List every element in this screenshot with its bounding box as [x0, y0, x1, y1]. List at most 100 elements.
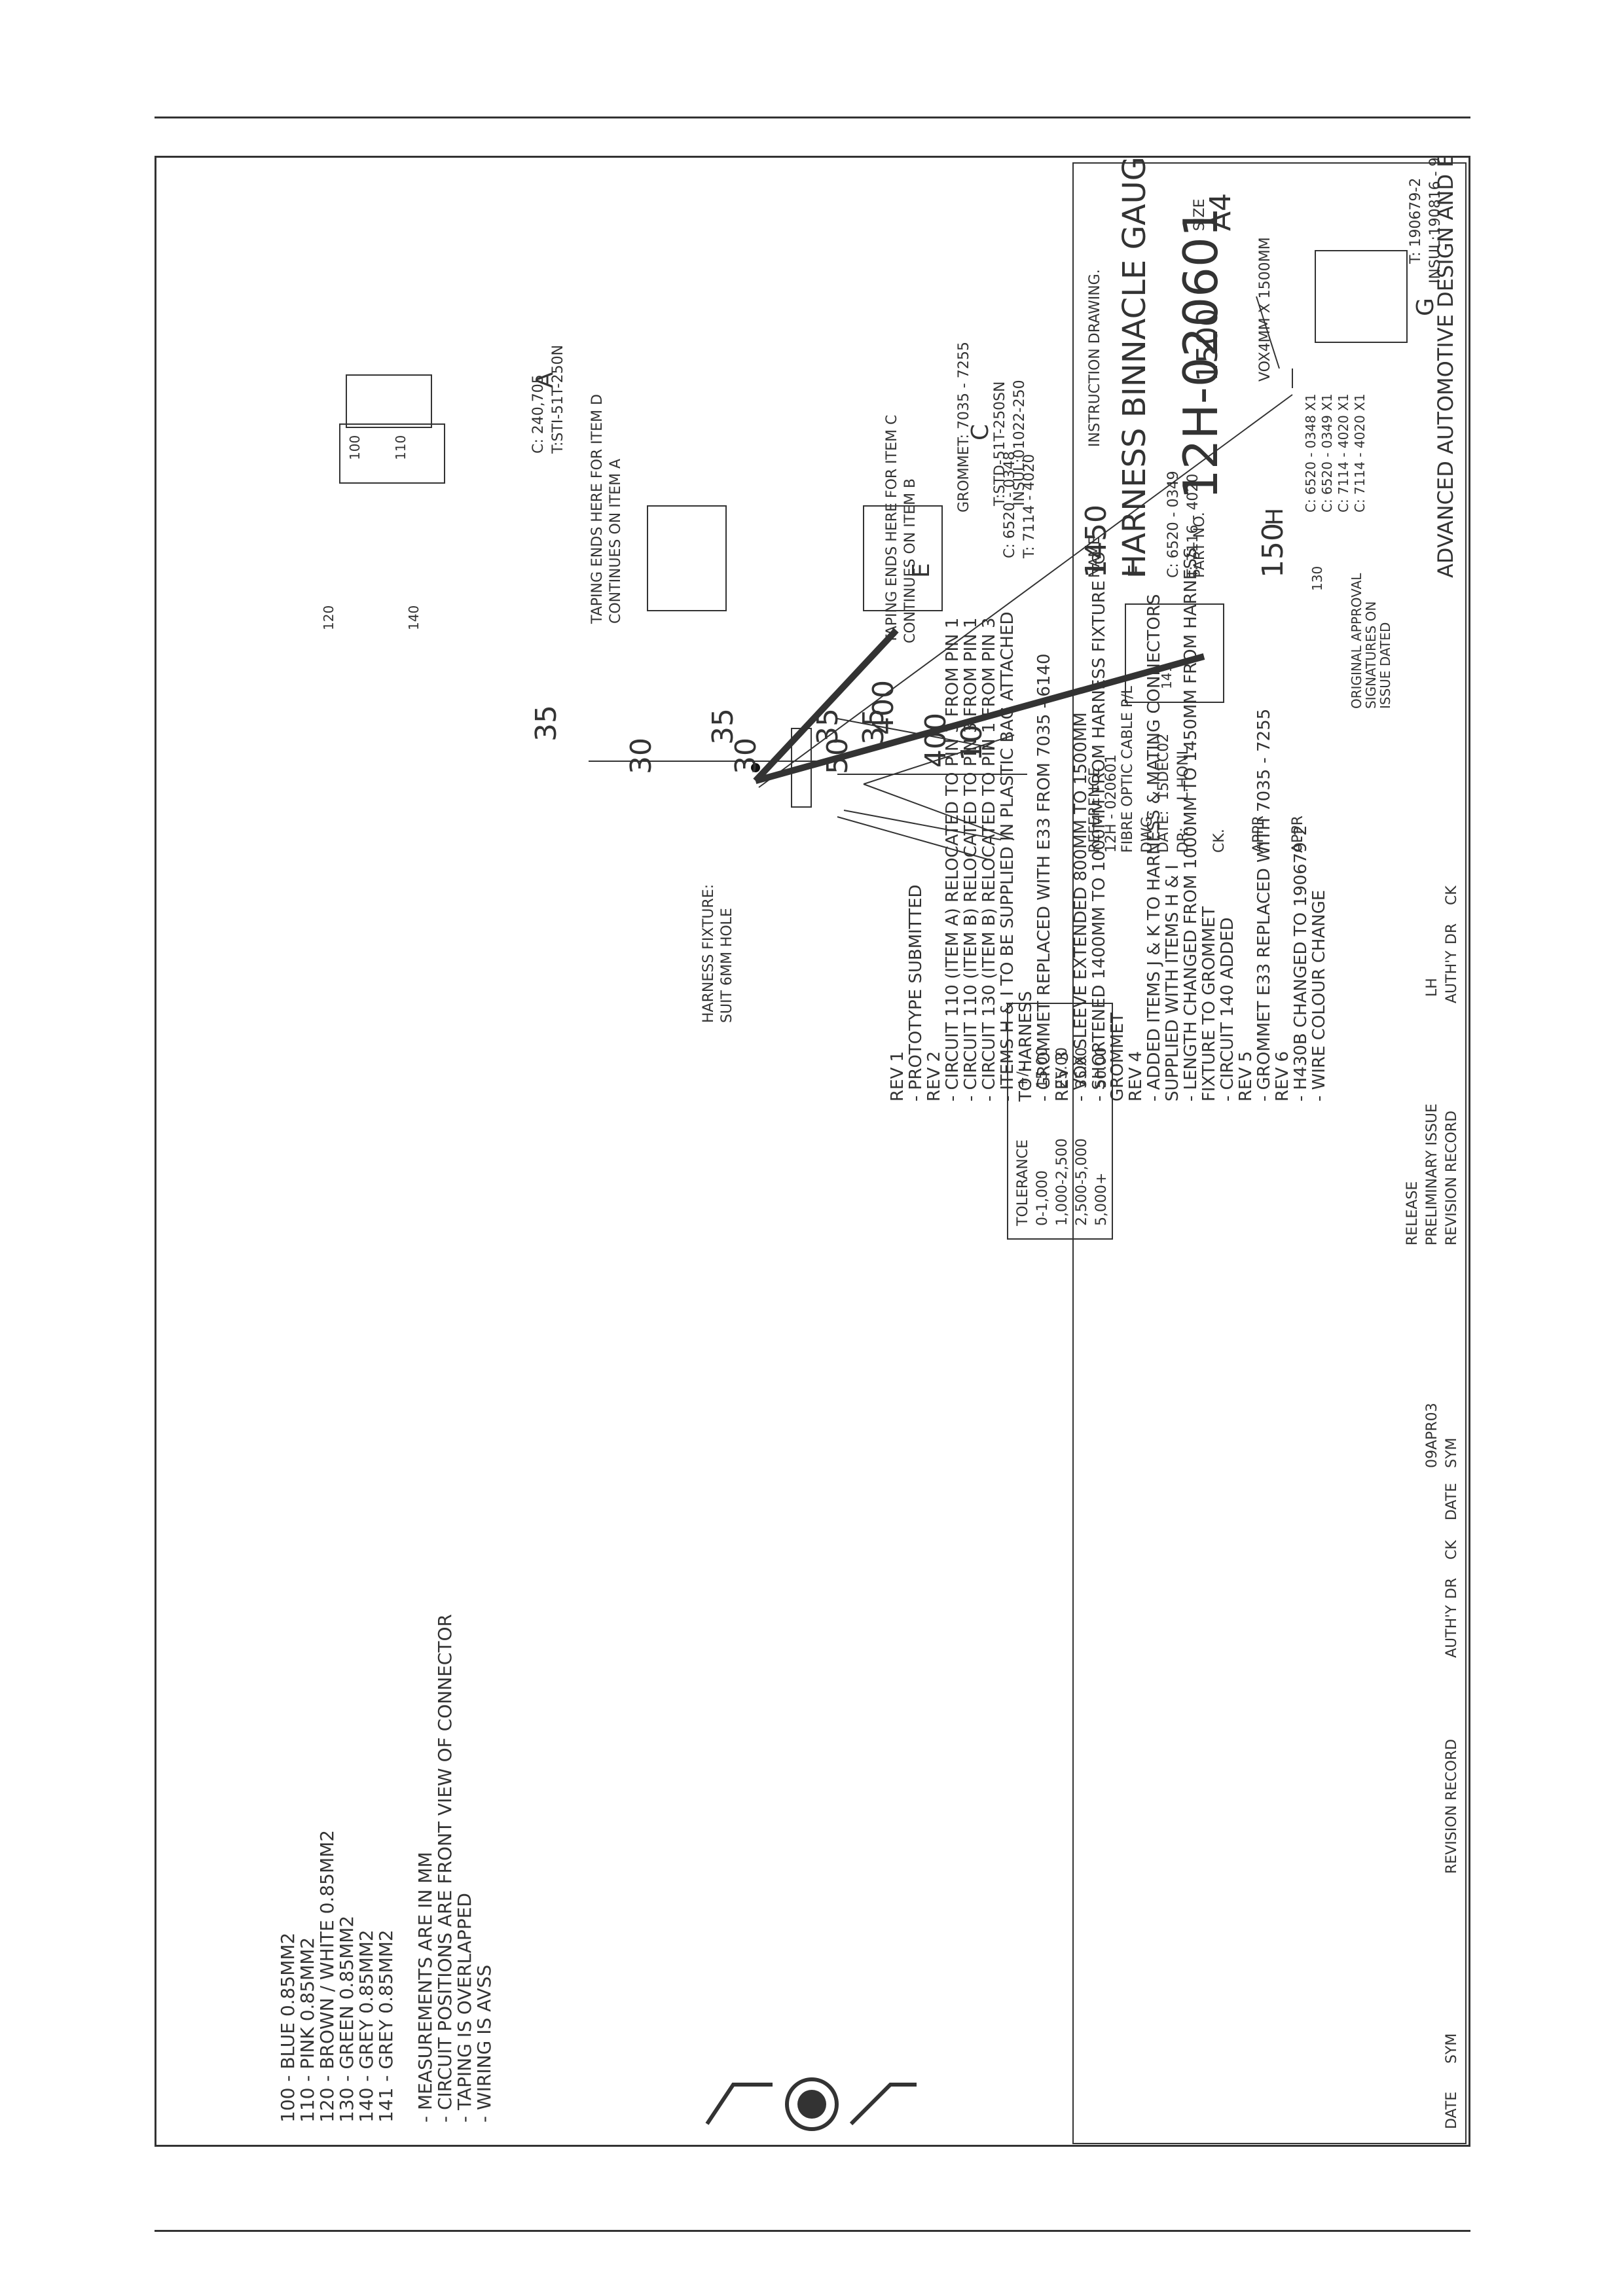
general-notes: - MEASUREMENTS ARE IN MM - CIRCUIT POSIT… [414, 1614, 495, 2123]
taping-d-line2: CONTINUES ON ITEM A [608, 459, 624, 624]
note-4: - WIRING IS AVSS [473, 1965, 495, 2123]
revision-line: - GROMMET E33 REPLACED WITH 7035 - 7255 [1254, 709, 1274, 1102]
item-h-line1: C: 6520 - 0348 X1 [1303, 393, 1319, 512]
tb-dwg: DWG. [1139, 812, 1156, 853]
revision-line: REV 1 [888, 1051, 907, 1102]
tb-col-dr: DR [1444, 1578, 1460, 1599]
tb-dr: DR: [1175, 827, 1192, 853]
item-e-line2: T: 7114 - 4020 [1021, 454, 1038, 559]
connector-g [1315, 250, 1408, 343]
legend-141: 141 - GREY 0.85MM2 [375, 1929, 397, 2123]
wire-to-grommet [758, 394, 1293, 788]
tb-date-val: 15DEC02 [1156, 734, 1172, 800]
tb-release: RELEASE [1404, 1181, 1421, 1246]
revision-line: REV 4 [1126, 1051, 1146, 1102]
tb-col-record: REVISION RECORD [1444, 1739, 1460, 1874]
taping-band [791, 728, 812, 808]
fixture-line2: SUIT 6MM HOLE [719, 908, 735, 1023]
dim-150: 150 [1256, 523, 1290, 578]
bottom-rule [155, 2230, 1470, 2232]
top-rule [155, 117, 1470, 118]
tb-col-date: DATE [1444, 2092, 1460, 2129]
dim-35b: 35 [706, 708, 740, 745]
grommet-label: GROMMET: 7035 - 7255 [956, 342, 972, 512]
item-f-label: F [1124, 564, 1151, 578]
wire-branch-140 [863, 734, 1015, 785]
item-e-label: E [908, 563, 935, 578]
tb-preliminary: PRELIMINARY ISSUE [1424, 1103, 1440, 1246]
dim-1450: 1450 [1080, 505, 1113, 578]
tb-col-authy: AUTH'Y [1444, 1605, 1460, 1658]
dim-400b: 400 [919, 713, 953, 768]
revision-line: GROMMET [1108, 1013, 1127, 1102]
tb-size: A4 [1204, 193, 1237, 231]
sleeve [1256, 296, 1280, 369]
revision-line: - LENGTH CHANGED FROM 1000MM TO 1450MM F… [1181, 547, 1201, 1102]
dim-35d: 35 [857, 708, 890, 745]
item-h-line4: C: 7114 - 4020 X1 [1352, 393, 1368, 512]
tb-ck: CK. [1211, 829, 1228, 853]
tol-r2c1: 1,000-2,500 [1054, 1138, 1070, 1226]
connector-c [346, 374, 432, 428]
tol-h1: TOLERANCE [1015, 1139, 1031, 1227]
tb-reference: REFERENCE [1087, 767, 1103, 853]
revision-line: - SHORTENED 1400MM TO 1000MM FROM HARNES… [1089, 551, 1109, 1102]
tb-name-label: NAME [1087, 536, 1103, 578]
tol-r3c2: 35.00 [1074, 1047, 1090, 1088]
revision-line: - GROMMET REPLACED WITH E33 FROM 7035 - … [1034, 654, 1054, 1102]
item-g-line2: INSUL:190816 - 9 [1427, 158, 1444, 283]
tb-col-sym: SYM [1444, 2034, 1460, 2064]
revision-line: REV 2 [924, 1051, 944, 1102]
drawing-sheet: A C: 240,705 T:STI-51T-250N C T:STD-51T-… [155, 156, 1470, 2147]
item-h-line2: C: 6520 - 0349 X1 [1319, 393, 1335, 512]
tb-col-ck2: CK [1444, 886, 1460, 905]
tol-r4c1: 5,000+ [1093, 1173, 1110, 1226]
revision-line: - WIRE COLOUR CHANGE [1309, 890, 1329, 1102]
dim-35c: 35 [811, 708, 845, 745]
revision-line: REV 3 [1053, 1051, 1072, 1102]
tb-issue: ISSUE DATED [1377, 622, 1393, 709]
item-a-label: A [532, 372, 558, 388]
pin-120: 120 [321, 605, 337, 630]
taping-c-line1: TAPING ENDS HERE FOR ITEM C [884, 415, 900, 644]
pin-140: 140 [406, 605, 422, 630]
tb-col-sym2: SYM [1444, 1438, 1460, 1468]
tb-lh: LH [1424, 978, 1440, 997]
fixture-line1: HARNESS FIXTURE: [701, 884, 717, 1023]
pin-110: 110 [393, 435, 409, 460]
connector-e [647, 505, 727, 611]
note-3: - TAPING IS OVERLAPPED [454, 1893, 475, 2123]
dim-400a: 400 [867, 680, 900, 735]
title-block [1072, 162, 1467, 2144]
tb-ref-no: 12H - 020601 [1103, 755, 1120, 853]
tb-col-record2: REVISION RECORD [1444, 1111, 1460, 1246]
revision-line: - VOX SLEEVE EXTENDED 800MM TO 1500MM [1071, 712, 1091, 1102]
tol-r1c2: 15.00 [1034, 1047, 1051, 1088]
revision-line: REV 5 [1236, 1051, 1256, 1102]
dim-1500: 1500 [1191, 308, 1224, 382]
taping-d-line1: TAPING ENDS HERE FOR ITEM D [589, 394, 606, 624]
dim-50: 50 [821, 738, 854, 774]
dim-30a: 30 [625, 738, 658, 774]
revision-line: - CIRCUIT 140 ADDED [1218, 918, 1237, 1102]
item-c-line1: T:STD-51T-250SN [992, 382, 1008, 507]
revision-line: REV 6 [1273, 1051, 1292, 1102]
harness-drawing: A C: 240,705 T:STI-51T-250N C T:STD-51T-… [277, 158, 1467, 2144]
revision-line: SUPPLIED WITH ITEMS H & I [1163, 865, 1182, 1102]
sleeve-label: VOX4MM X 1500MM [1257, 237, 1273, 382]
revision-line: - H430B CHANGED TO 190679-2 [1291, 825, 1311, 1102]
revision-line: - ADDED ITEMS J & K TO HARNESS & MATING … [1144, 594, 1164, 1102]
tb-prelim-date: 09APR03 [1424, 1403, 1440, 1468]
note-1: - MEASUREMENTS ARE IN MM [414, 1852, 436, 2123]
revision-line: - CIRCUIT 110 (ITEM A) RELOCATED TO PIN … [943, 618, 962, 1102]
pin-130: 130 [1309, 566, 1325, 591]
tol-r2c2: 25.00 [1054, 1047, 1070, 1088]
note-2: - CIRCUIT POSITIONS ARE FRONT VIEW OF CO… [434, 1614, 456, 2123]
tb-col-date2: DATE [1444, 1483, 1460, 1520]
tb-col-ck: CK [1444, 1540, 1460, 1560]
item-c-label: C [967, 424, 994, 440]
rotated-canvas: A C: 240,705 T:STI-51T-250N C T:STD-51T-… [156, 158, 1468, 2145]
tb-col-authy2: AUTH'Y [1444, 950, 1460, 1003]
legend-130: 130 - GREEN 0.85MM2 [336, 1916, 357, 2123]
dim-30b: 30 [729, 738, 763, 774]
